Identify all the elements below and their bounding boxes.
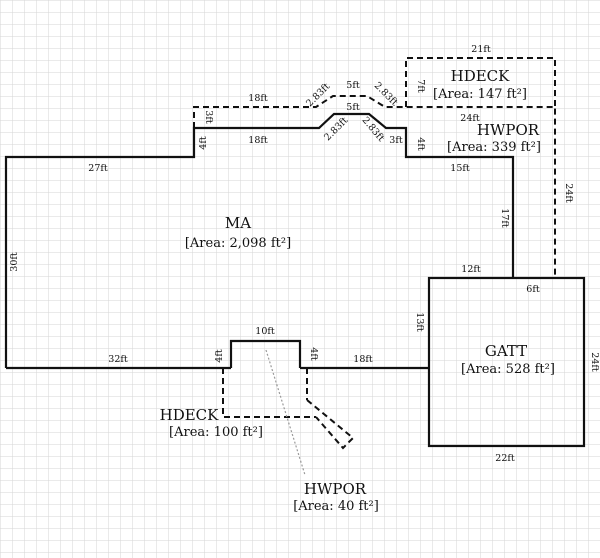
lower-deck-outline (222, 368, 316, 418)
dim-deck-left: 7ft (415, 79, 426, 93)
dim-hdeck-right-height: 4ft (308, 347, 319, 361)
dim-ma-bottom-left: 32ft (108, 354, 128, 365)
dim-por-right: 24ft (563, 183, 574, 203)
upper-porch-outline (193, 95, 556, 278)
dim-por-top-left: 18ft (248, 93, 268, 104)
dim-ma-right-low: 12ft (461, 264, 481, 275)
dim-gatt-right: 24ft (589, 352, 600, 372)
dim-hdeck-top-width: 10ft (255, 326, 275, 337)
dim-por-left-small: 3ft (203, 110, 214, 124)
dim-ma-step-left: 4ft (198, 136, 209, 150)
upper-deck-outline (405, 57, 556, 107)
bump-out-walls (229, 339, 302, 368)
dim-ma-top-mid-left: 18ft (248, 135, 268, 146)
dim-por-mid: 5ft (346, 80, 360, 91)
lower-porch-leader-line (265, 349, 306, 476)
dim-ma-right-side: 17ft (499, 208, 510, 228)
lower-deck-area-size: [Area: 100 ft²] (169, 425, 263, 440)
dim-ma-bottom-right: 18ft (353, 354, 373, 365)
upper-porch-area-size: [Area: 339 ft²] (447, 140, 541, 155)
dim-ma-right-top: 15ft (450, 163, 470, 174)
upper-deck-area-name: HDECK (451, 67, 511, 85)
dim-gatt-bottom: 22ft (495, 453, 515, 464)
dim-gatt-left: 13ft (414, 312, 425, 332)
dim-ma-right-short: 3ft (389, 135, 403, 146)
dim-ma-top-left: 27ft (88, 163, 108, 174)
dim-ma-step-right: 4ft (415, 137, 426, 151)
lower-porch-outline (306, 399, 355, 450)
dim-deck-top: 21ft (471, 44, 491, 55)
main-area-walls (4, 112, 515, 368)
dim-ma-left: 30ft (9, 252, 20, 272)
lower-deck-area-name: HDECK (160, 406, 220, 424)
dim-deck-bottom: 24ft (460, 113, 480, 124)
upper-porch-area-name: HWPOR (477, 121, 540, 139)
dim-por-inner-mid: 5ft (346, 102, 360, 113)
lower-porch-area-size: [Area: 40 ft²] (293, 499, 379, 514)
lower-porch-area-name: HWPOR (304, 480, 367, 498)
garage-area-name: GATT (485, 342, 527, 360)
ma-area-name: MA (225, 214, 251, 232)
garage-walls (427, 276, 586, 448)
garage-area-size: [Area: 528 ft²] (461, 362, 555, 377)
ma-area-size: [Area: 2,098 ft²] (185, 236, 291, 251)
dim-gatt-top-short: 6ft (526, 284, 540, 295)
dim-hdeck-left-height: 4ft (214, 349, 225, 363)
upper-deck-area-size: [Area: 147 ft²] (433, 87, 527, 102)
